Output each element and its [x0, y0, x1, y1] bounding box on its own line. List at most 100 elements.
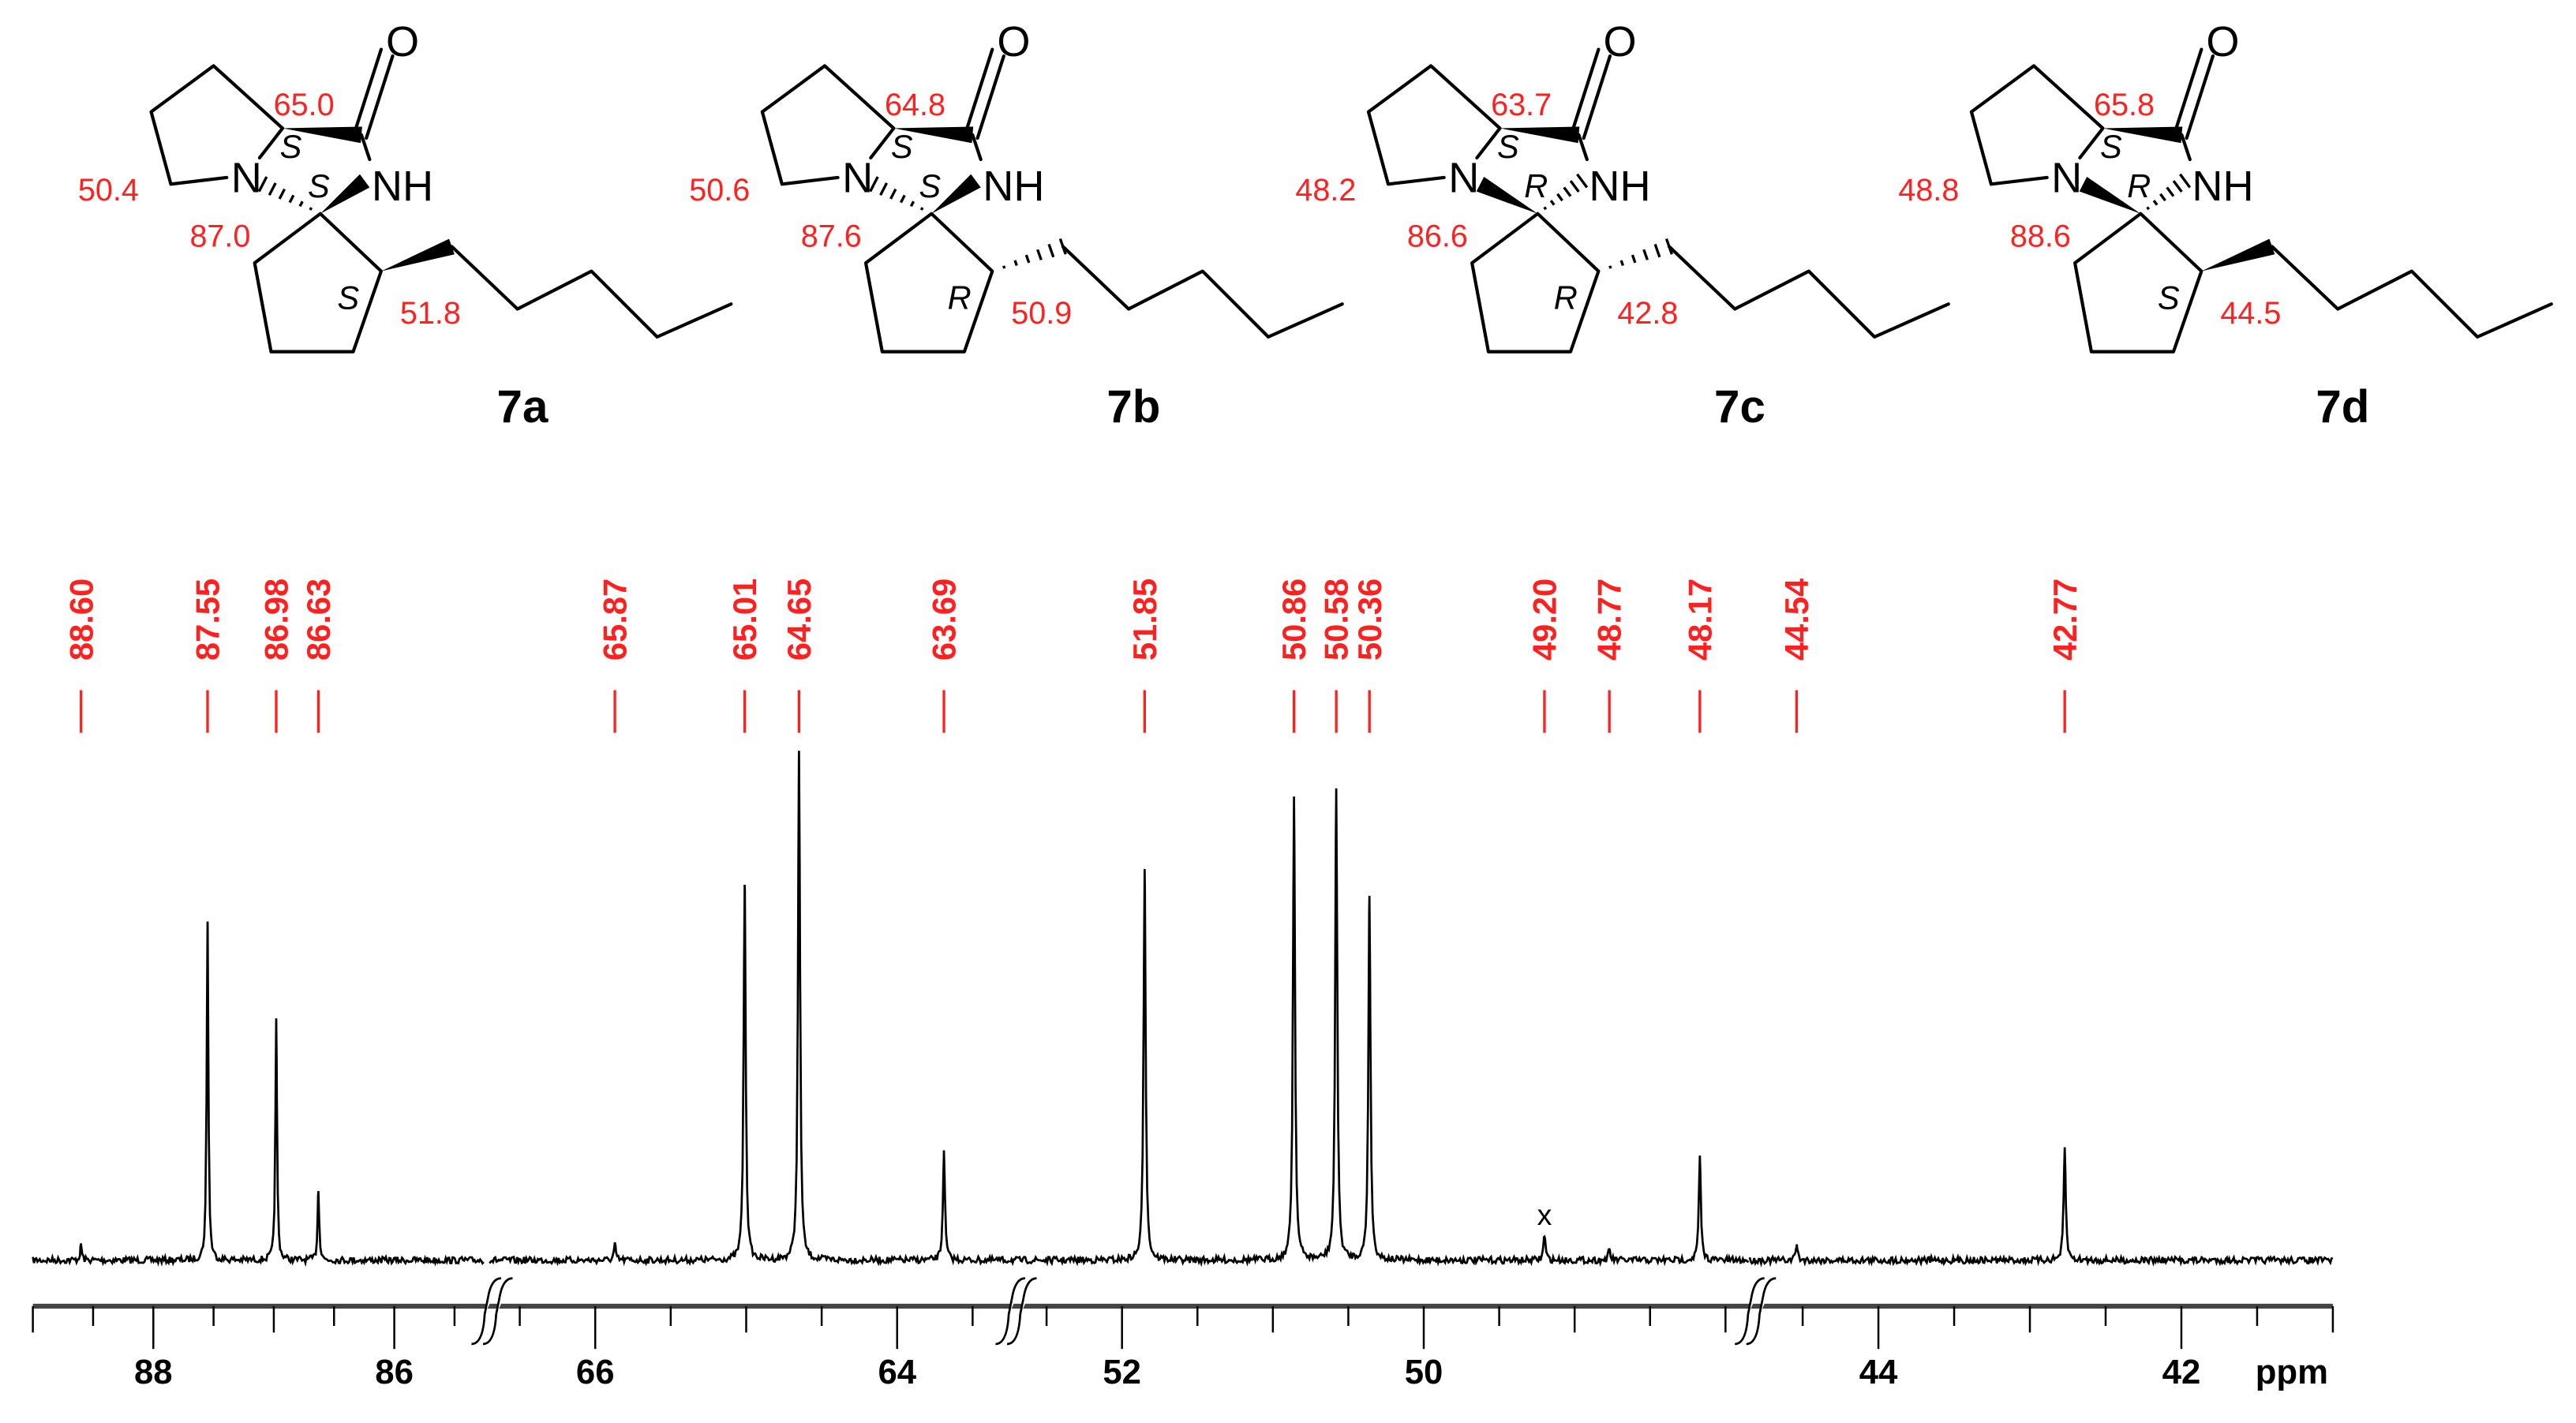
chain-stereo-bond: [2201, 238, 2275, 271]
skeleton-bonds: [1366, 64, 1950, 354]
spectrum-trace-segment: [32, 921, 485, 1268]
tick-label: 42: [2162, 1353, 2201, 1391]
ca-stereo-label: S: [891, 128, 913, 165]
peak-50-86: 50.86: [1275, 579, 1312, 733]
break-line: [1746, 1277, 1777, 1346]
ca-carbonyl-wedge: [2102, 126, 2183, 144]
chain-ch-stereo-label: R: [1554, 279, 1578, 316]
peak-42-77: 42.77: [2046, 579, 2084, 733]
skeleton-bonds: [1969, 64, 2553, 354]
spiro-nh-stereo-bond: [2146, 173, 2192, 211]
spectrum-trace-segment: [1009, 788, 1750, 1268]
break-line: [482, 1277, 513, 1346]
shift-chain-ch: 51.8: [400, 296, 461, 331]
spectrum-trace-segment: [489, 751, 1010, 1267]
shift-ca: 65.8: [2094, 88, 2155, 122]
peak-label: 48.77: [1591, 579, 1628, 661]
spiro-nh-stereo-bond: [931, 174, 981, 214]
carbonyl-double-bond: [2174, 47, 2215, 140]
nh-atom: NH: [983, 163, 1044, 210]
peak-50-58: 50.58: [1318, 579, 1355, 733]
peak-label: 64.65: [781, 579, 818, 661]
peak-50-36: 50.36: [1351, 579, 1388, 733]
tick-label: 66: [576, 1353, 615, 1391]
shift-spiro: 87.0: [189, 219, 250, 253]
tick-label: 50: [1405, 1353, 1443, 1391]
chain-ch-stereo-label: S: [337, 279, 359, 316]
oxygen-atom: O: [997, 18, 1030, 66]
peak-48-77: 48.77: [1591, 579, 1628, 733]
spiro-nh-stereo-bond: [320, 174, 370, 214]
compound-label: 7b: [1106, 381, 1160, 433]
break-line: [1006, 1277, 1037, 1346]
spiro-n-stereo-bond: [2079, 177, 2141, 214]
shift-spiro: 87.6: [801, 219, 862, 253]
peak-63-69: 63.69: [926, 579, 963, 733]
tick-label: 88: [134, 1353, 173, 1391]
shift-ca: 64.8: [885, 88, 945, 122]
nh-atom: NH: [372, 163, 433, 210]
shift-chain-ch: 50.9: [1011, 296, 1072, 331]
peak-label: 50.86: [1275, 579, 1312, 661]
ca-stereo-label: S: [1497, 128, 1519, 165]
peak-label: 86.63: [300, 579, 337, 661]
shift-nch2: 48.8: [1898, 173, 1959, 208]
peak-49-20: 49.20 x: [1526, 579, 1563, 1231]
spiro-nh-stereo-bond: [1543, 173, 1589, 211]
carbonyl-double-bond: [353, 47, 395, 140]
peak-label: 42.77: [2046, 579, 2084, 661]
peak-label: 50.36: [1351, 579, 1388, 661]
tick-label: 64: [878, 1353, 916, 1391]
peak-label: 65.01: [726, 579, 763, 661]
peak-label: 88.60: [62, 579, 99, 661]
nitrogen-atom: N: [1448, 155, 1479, 202]
skeleton-bonds: [760, 64, 1344, 354]
peak-65-87: 65.87: [597, 579, 634, 733]
nh-atom: NH: [1589, 163, 1650, 210]
spiro-n-stereo-bond: [1476, 177, 1538, 214]
shift-chain-ch: 42.8: [1617, 296, 1678, 331]
break-line: [1735, 1277, 1765, 1346]
oxygen-atom: O: [386, 18, 419, 66]
peak-65-01: 65.01: [726, 579, 763, 733]
skeleton-bonds: [149, 64, 733, 354]
break-line: [995, 1277, 1026, 1346]
ca-stereo-label: S: [2100, 128, 2122, 165]
nitrogen-atom: N: [231, 155, 262, 202]
shift-chain-ch: 44.5: [2220, 296, 2281, 331]
axis-break-icon: [471, 1277, 513, 1346]
peak-label: 86.98: [258, 579, 295, 661]
peak-44-54: 44.54: [1778, 579, 1815, 733]
compound-label: 7a: [497, 381, 549, 433]
peak-label: 50.58: [1318, 579, 1355, 661]
spiro-n-stereo-bond: [869, 176, 924, 211]
ca-carbonyl-wedge: [893, 126, 974, 144]
ca-stereo-label: S: [280, 128, 302, 165]
nitrogen-atom: N: [842, 155, 873, 202]
spiro-stereo-label: R: [2127, 167, 2151, 204]
oxygen-atom: O: [2206, 18, 2239, 66]
ca-carbonyl-wedge: [283, 126, 362, 144]
peak-label: 87.55: [189, 579, 227, 661]
nh-atom: NH: [2192, 163, 2253, 210]
spiro-stereo-label: R: [1524, 167, 1548, 204]
axis-break-icon: [995, 1277, 1037, 1346]
chain-stereo-bond: [380, 238, 455, 271]
shift-spiro: 88.6: [2010, 219, 2071, 253]
impurity-marker: x: [1537, 1198, 1552, 1231]
chain-ch-stereo-label: S: [2158, 279, 2180, 316]
peak-label: 49.20: [1526, 579, 1563, 661]
peak-64-65: 64.65: [781, 579, 818, 733]
spiro-stereo-label: S: [308, 167, 330, 204]
peak-label: 51.85: [1126, 579, 1163, 661]
shift-nch2: 50.4: [78, 173, 139, 208]
shift-nch2: 48.2: [1295, 173, 1356, 208]
